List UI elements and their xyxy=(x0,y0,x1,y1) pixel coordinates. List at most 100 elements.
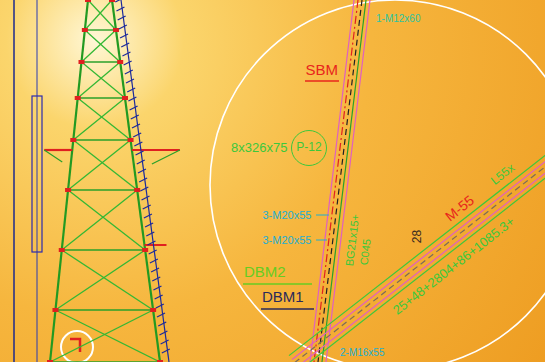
tower-member xyxy=(55,310,160,362)
member-line xyxy=(292,147,545,360)
ladder-rung xyxy=(144,214,152,218)
tower-member xyxy=(62,250,153,310)
plate-spec: 8x326x75 xyxy=(231,141,287,155)
bolt-joint xyxy=(75,96,81,100)
ladder-rung xyxy=(147,241,155,245)
ladder-rung xyxy=(140,187,148,191)
bolt-joint xyxy=(85,0,91,2)
ladder-rung xyxy=(132,124,140,128)
leader-line xyxy=(316,215,329,216)
ladder-rail xyxy=(121,0,169,362)
tower-member xyxy=(62,190,137,250)
bolt-joint xyxy=(47,360,53,362)
member-name: SBM xyxy=(306,62,339,79)
ladder-rung xyxy=(126,79,134,83)
leader-line xyxy=(316,240,327,241)
ladder-rung xyxy=(158,322,166,326)
detail-circle xyxy=(210,0,545,362)
bolt-spec: 3-M20x55 xyxy=(263,234,312,246)
ladder-rung xyxy=(149,250,157,254)
tower-member xyxy=(44,149,72,151)
bolt-joint xyxy=(113,28,119,32)
bolt-spec: 1-M12x60 xyxy=(376,13,420,24)
ladder-rung xyxy=(143,205,151,209)
tower-member xyxy=(73,98,125,140)
dimension-label: 25+48+2804+86+1085.3+ xyxy=(391,214,518,318)
bolt-joint xyxy=(157,360,163,362)
bolt-joint xyxy=(65,188,71,192)
tower-member xyxy=(152,150,180,164)
member-spec: C045 xyxy=(358,238,373,266)
ladder-rung xyxy=(127,88,135,92)
reference-line xyxy=(37,0,38,362)
tower-member xyxy=(55,250,145,310)
tower-member xyxy=(88,0,116,30)
ladder-rung xyxy=(128,97,136,101)
ladder-rung xyxy=(145,223,153,227)
dimension-label: 28 xyxy=(411,229,424,242)
member-line xyxy=(314,0,358,362)
ladder-rung xyxy=(116,7,124,11)
bolt-joint xyxy=(134,188,140,192)
detail-marker xyxy=(61,331,93,362)
ladder-rung xyxy=(131,115,139,119)
ladder-rung xyxy=(125,70,133,74)
ladder-rung xyxy=(156,304,164,308)
ladder-rung xyxy=(153,286,161,290)
tower-member xyxy=(50,0,88,362)
bolt-joint xyxy=(122,96,128,100)
tower-member xyxy=(81,62,125,98)
tower-member xyxy=(55,309,153,310)
tower-member xyxy=(85,29,116,30)
tower-member xyxy=(85,0,112,30)
ladder-rung xyxy=(162,349,170,353)
member-line xyxy=(298,154,545,362)
ladder-rung xyxy=(152,277,160,281)
label-underline xyxy=(243,283,312,284)
member-lines xyxy=(289,0,545,362)
tower-member xyxy=(68,140,131,190)
tower-member xyxy=(112,0,160,362)
member-line xyxy=(318,0,362,362)
member-line xyxy=(300,157,545,362)
ladder-rung xyxy=(161,340,169,344)
bolt-joint xyxy=(142,248,148,252)
part-number: P-12 xyxy=(296,141,321,154)
tower-member xyxy=(68,189,137,190)
tower-member xyxy=(78,98,131,140)
tower-member xyxy=(62,249,145,250)
tower-member xyxy=(78,97,125,98)
bolt-joint xyxy=(70,138,76,142)
label-underline xyxy=(305,80,339,81)
ladder-rung xyxy=(151,268,159,272)
tower-member xyxy=(78,62,121,98)
tower-member xyxy=(132,149,180,151)
member-spec: L55x xyxy=(489,161,518,187)
tower-member xyxy=(73,140,137,190)
ladder-rung xyxy=(115,0,123,2)
ladder-rung xyxy=(121,43,129,47)
ladder-rung xyxy=(137,160,145,164)
ladder-rung xyxy=(120,34,128,38)
member-name: DBM1 xyxy=(262,289,304,306)
tower-member xyxy=(50,361,160,362)
member-line xyxy=(326,0,370,362)
member-line xyxy=(289,143,545,356)
ladder-rung xyxy=(124,61,132,65)
ladder-rung xyxy=(150,259,158,263)
member-name: DBM2 xyxy=(244,264,286,281)
bolt-joint xyxy=(59,248,65,252)
tower-member xyxy=(44,150,62,162)
tower-member xyxy=(85,30,120,62)
tower-member xyxy=(68,190,145,250)
ladder-rung xyxy=(159,331,167,335)
bolt-joint xyxy=(52,308,58,312)
ladder-rung xyxy=(130,106,138,110)
tower-member xyxy=(81,61,120,62)
bolt-spec: 3-M20x55 xyxy=(263,209,312,221)
ladder-rung xyxy=(139,178,147,182)
bolt-spec: 2-M16x55 xyxy=(340,347,384,358)
